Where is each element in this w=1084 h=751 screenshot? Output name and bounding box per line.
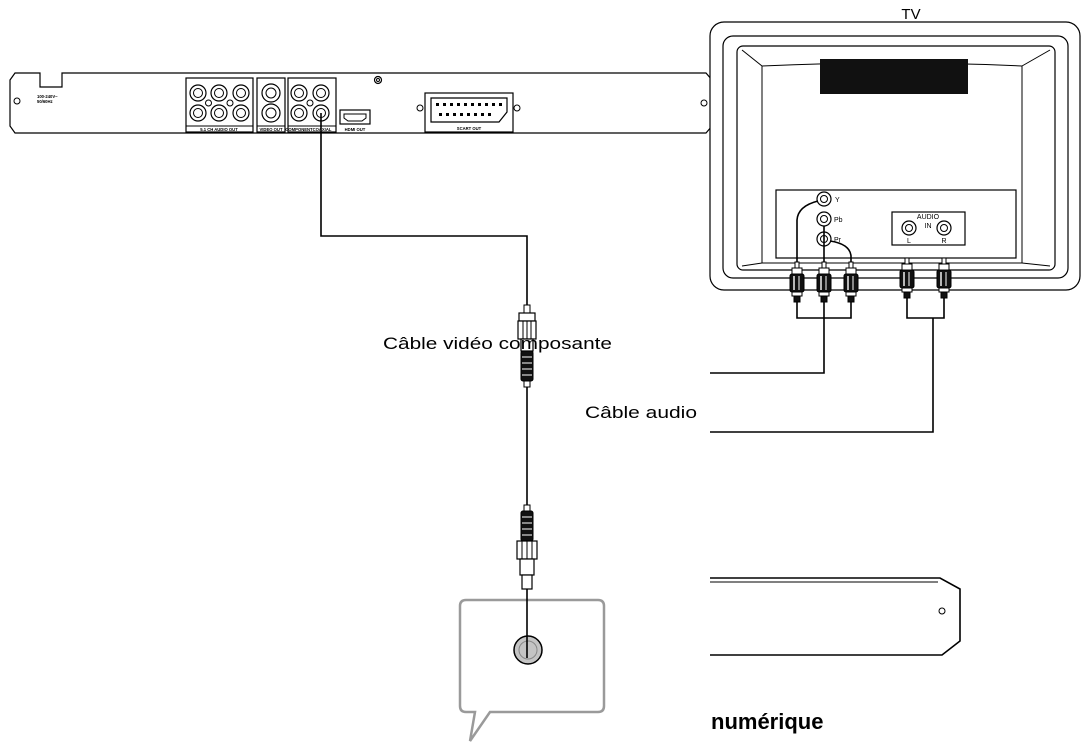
audio-right-label: R: [941, 238, 946, 245]
coaxial-input-jack: [513, 635, 543, 665]
video-out-label: VIDEO OUT: [259, 127, 282, 132]
component-coaxial-block: COMPONENT COAXIAL: [285, 77, 337, 133]
dvd-back-panel: 100-240V~ 50/60Hz 5.1 CH AUDIO OUT: [9, 72, 713, 134]
rca-plug-y: [789, 261, 805, 303]
rca-plug-audio-left: [899, 257, 915, 299]
coaxial-cable: [320, 113, 538, 590]
audio-left-jack: [901, 220, 917, 236]
audio-in-label: IN: [925, 223, 932, 230]
component-label: COMPONENT: [285, 127, 313, 132]
rca-plug-audio-right: [936, 257, 952, 299]
audio-jack: [189, 84, 207, 102]
audio-left-label: L: [907, 238, 911, 245]
dvd-mount-hole-right: [700, 99, 708, 107]
component-jack: [290, 104, 308, 122]
pb-jack: [816, 211, 832, 227]
panel-screw: [373, 75, 383, 85]
receiver-mount-hole: [938, 607, 946, 615]
scart-connector: [430, 97, 508, 123]
component-cable-caption: Câble vidéo composante: [383, 334, 612, 353]
rca-plug-pr: [843, 261, 859, 303]
audio-jack: [189, 104, 207, 122]
audio-cable: [710, 257, 952, 433]
video-jack: [261, 83, 281, 103]
component-jack: [290, 84, 308, 102]
coaxial-label: COAXIAL: [313, 127, 332, 132]
component-video-cable: [710, 200, 859, 374]
video-jack: [261, 103, 281, 123]
y-jack: [816, 191, 832, 207]
audio-cable-caption: Câble audio: [585, 403, 697, 422]
power-voltage-label: 100-240V~: [37, 94, 58, 99]
digital-caption: numérique: [711, 709, 823, 734]
audio-jack: [210, 84, 228, 102]
pr-label: Pr: [834, 237, 842, 244]
receiver-panel-partial: [710, 577, 961, 656]
dvd-mount-hole-left: [13, 97, 21, 105]
hdmi-out-label: HDMI OUT: [345, 127, 366, 132]
tv: TV Y Pb Pr AUDIO IN L: [709, 6, 1081, 291]
component-jack: [312, 84, 330, 102]
power-frequency-label: 50/60Hz: [37, 99, 53, 104]
jack-callout-bubble: [458, 589, 606, 742]
y-label: Y: [835, 197, 840, 204]
scart-out-block: SCART OUT: [416, 92, 521, 133]
tv-vent-panel: [820, 59, 968, 94]
tv-input-panel: Y Pb Pr AUDIO IN L R: [775, 189, 1017, 259]
audio-out-label: 5.1 CH AUDIO OUT: [200, 127, 238, 132]
audio-jack: [232, 104, 250, 122]
rca-plug-pb: [816, 261, 832, 303]
audio-jack: [210, 104, 228, 122]
pb-label: Pb: [834, 217, 843, 224]
audio-right-jack: [936, 220, 952, 236]
audio-jack: [232, 84, 250, 102]
audio-label: AUDIO: [917, 214, 940, 221]
video-out-block: VIDEO OUT: [256, 77, 286, 133]
audio-out-51-block: 5.1 CH AUDIO OUT: [185, 77, 254, 133]
tv-label: TV: [901, 6, 920, 23]
hdmi-out-block: HDMI OUT: [339, 109, 371, 132]
callout-outline: [458, 598, 606, 742]
scart-out-label: SCART OUT: [457, 126, 482, 131]
coaxial-plug-bottom: [516, 504, 538, 590]
